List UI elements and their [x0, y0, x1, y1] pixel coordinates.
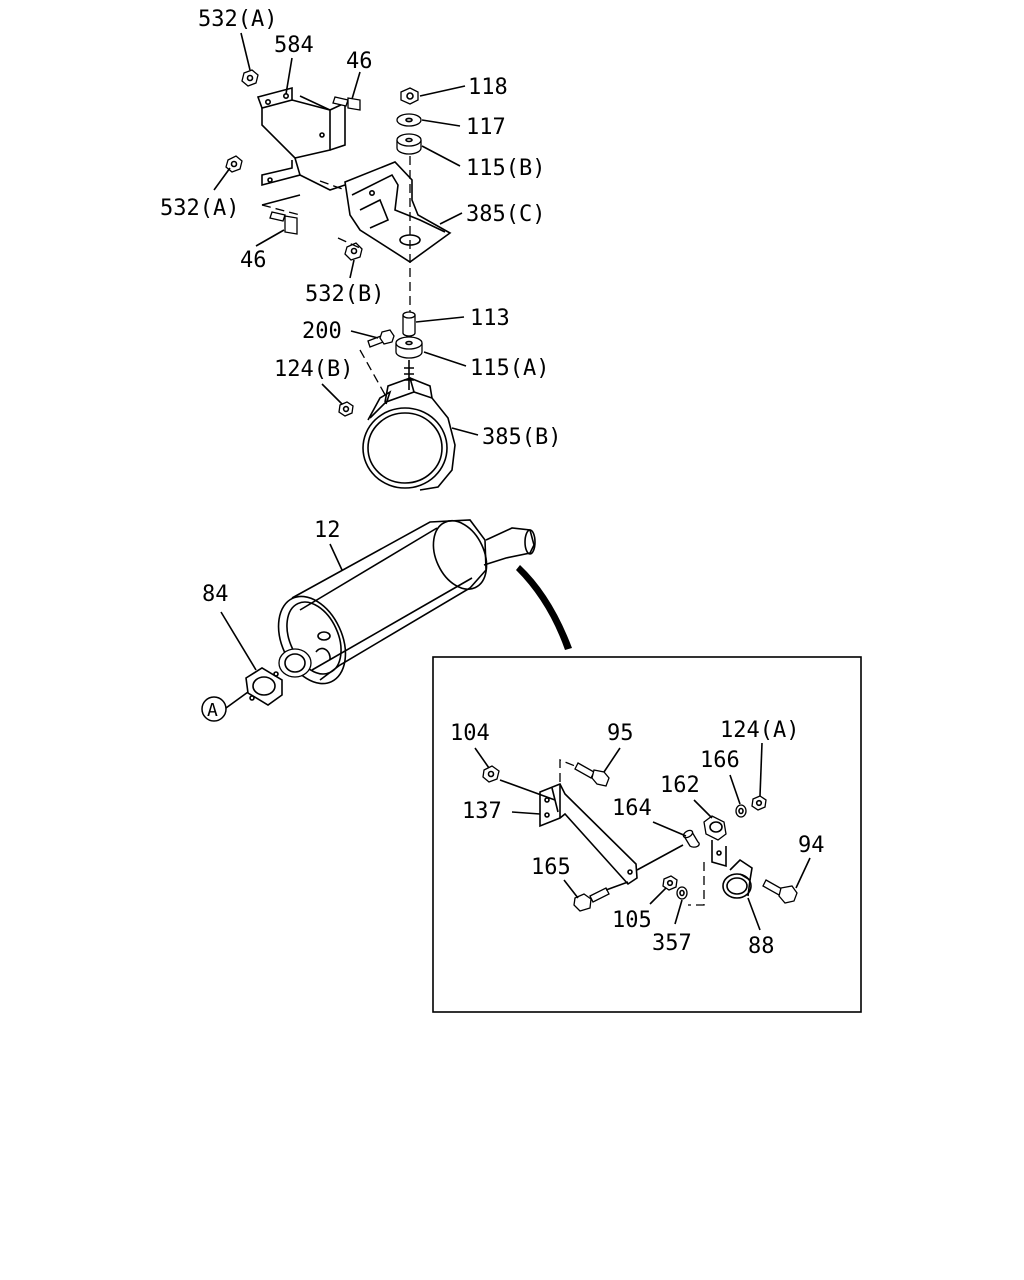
label-118: 118 [468, 75, 508, 100]
nut-105 [662, 875, 678, 891]
label-115b: 115(B) [466, 156, 545, 181]
label-94: 94 [798, 833, 825, 858]
bolt-94 [762, 879, 798, 904]
label-166: 166 [700, 748, 740, 773]
bolt-165 [573, 887, 610, 912]
nut-118 [400, 87, 419, 105]
label-117: 117 [466, 115, 506, 140]
label-124a: 124(A) [720, 718, 799, 743]
bolt-95 [574, 762, 610, 787]
collar-113 [402, 311, 416, 337]
washer-166 [735, 804, 747, 818]
detail-callout-arrow [516, 565, 572, 650]
label-532b: 532(B) [305, 282, 384, 307]
label-162: 162 [660, 773, 700, 798]
washer-357 [676, 886, 688, 900]
label-532a-top: 532(A) [198, 7, 277, 32]
muffler-12 [277, 519, 536, 685]
nut-532a-top [241, 69, 259, 87]
gasket-84 [245, 667, 283, 706]
label-385c: 385(C) [466, 202, 545, 227]
reference-a-label: A [207, 700, 218, 721]
label-46-top: 46 [346, 49, 373, 74]
label-385b: 385(B) [482, 425, 561, 450]
label-115a: 115(A) [470, 356, 549, 381]
bolt-46-left [269, 211, 298, 235]
bushing-162 [703, 815, 727, 841]
label-105: 105 [612, 908, 652, 933]
label-88: 88 [748, 934, 775, 959]
washer-117 [396, 113, 422, 127]
clamp-88 [722, 858, 753, 899]
rubber-mount-115a [395, 336, 423, 359]
label-84: 84 [202, 582, 229, 607]
label-357: 357 [652, 931, 692, 956]
bolt-200 [367, 329, 395, 348]
nut-104 [482, 765, 500, 783]
bracket-385c [344, 161, 452, 263]
label-137: 137 [462, 799, 502, 824]
label-113: 113 [470, 306, 510, 331]
leader-lines [213, 32, 811, 931]
label-95: 95 [607, 721, 634, 746]
detail-frame [432, 656, 862, 1013]
label-532a-left: 532(A) [160, 196, 239, 221]
label-104: 104 [450, 721, 490, 746]
label-164: 164 [612, 796, 652, 821]
label-200: 200 [302, 319, 342, 344]
label-584: 584 [274, 33, 314, 58]
collar-164 [682, 829, 700, 848]
label-124b: 124(B) [274, 357, 353, 382]
label-46-left: 46 [240, 248, 267, 273]
bolt-46-top [332, 96, 361, 111]
clamp-385b [362, 360, 456, 491]
label-12: 12 [314, 518, 341, 543]
label-165: 165 [531, 855, 571, 880]
upper-bracket-584 [256, 86, 346, 191]
rubber-mount-115b [396, 133, 422, 155]
nut-124b [338, 401, 354, 417]
nut-124a [751, 795, 767, 811]
reference-a-circle [201, 696, 227, 722]
